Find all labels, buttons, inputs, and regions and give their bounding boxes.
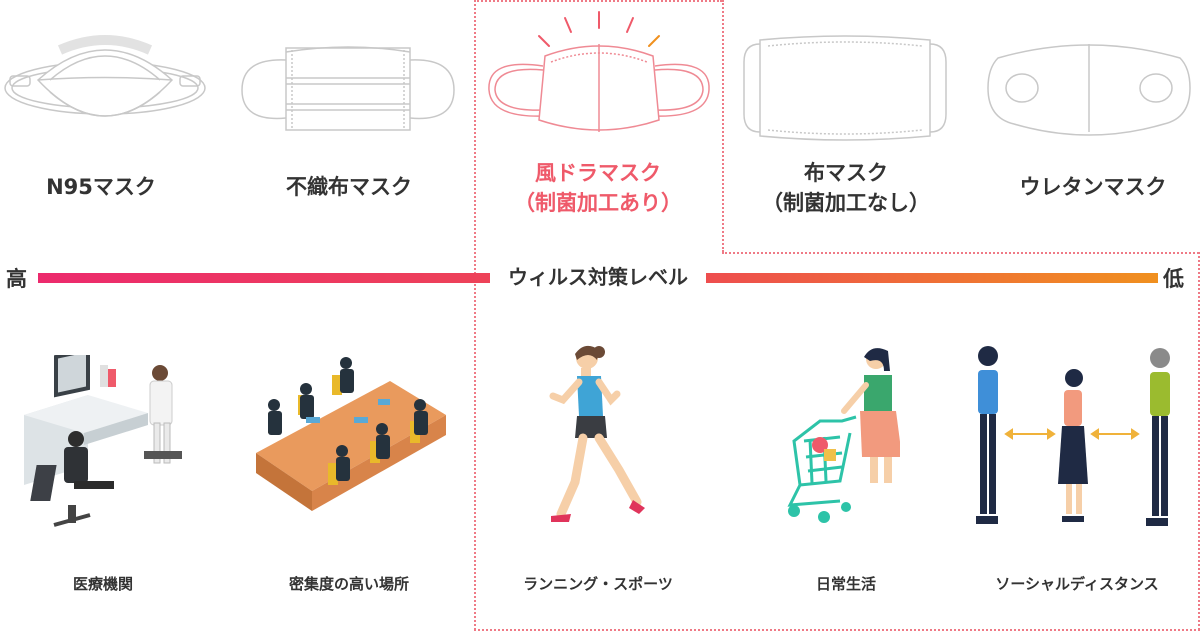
mask-label-nonwoven-line1: 不織布マスク [286,175,412,199]
mask-label-cloth: 布マスク （制菌加工なし） [740,158,952,218]
running-woman-illustration [549,345,645,522]
mask-label-nonwoven: 不織布マスク [246,172,452,202]
scene-label-social-distance: ソーシャルディスタンス [995,575,1159,593]
mask-label-cloth-line1: 布マスク [804,161,888,185]
mask-label-urethane-line1: ウレタンマスク [1019,175,1167,199]
shopping-cart-illustration [787,348,900,523]
highlight-border-top-left [474,0,722,2]
highlight-border-bottom [474,629,1200,631]
mask-label-kazedora-line2: （制菌加工あり） [514,191,682,215]
n95-mask-icon [4,35,206,117]
mask-label-n95-line1: N95マスク [46,175,156,199]
highlight-border-right [1198,252,1200,630]
mask-label-n95: N95マスク [0,172,202,202]
urethane-mask-icon [987,44,1191,136]
scene-label-running: ランニング・スポーツ [523,575,673,593]
scale-high-label: 高 [6,267,27,291]
scale-title: ウィルス対策レベル [490,264,706,290]
mask-label-kazedora-line1: 風ドラマスク [535,161,661,185]
medical-clinic-illustration [24,355,182,527]
mask-label-urethane: ウレタンマスク [988,172,1198,202]
scene-label-daily-life: 日常生活 [815,575,876,593]
social-distance-illustration [976,346,1170,526]
highlight-border-step [722,252,1199,254]
scene-label-medical: 医療機関 [72,575,133,593]
nonwoven-mask-icon [241,46,455,131]
highlight-border-mid-right [722,0,724,252]
scene-label-crowded: 密集度の高い場所 [288,575,409,593]
crowded-meeting-illustration [256,357,446,511]
highlight-border-left [474,0,476,630]
kazedora-mask-icon [488,11,710,132]
mask-label-cloth-line2: （制菌加工なし） [762,191,930,215]
scale-low-label: 低 [1163,267,1184,291]
mask-label-kazedora: 風ドラマスク （制菌加工あり） [492,158,704,218]
cloth-mask-icon [743,35,947,141]
